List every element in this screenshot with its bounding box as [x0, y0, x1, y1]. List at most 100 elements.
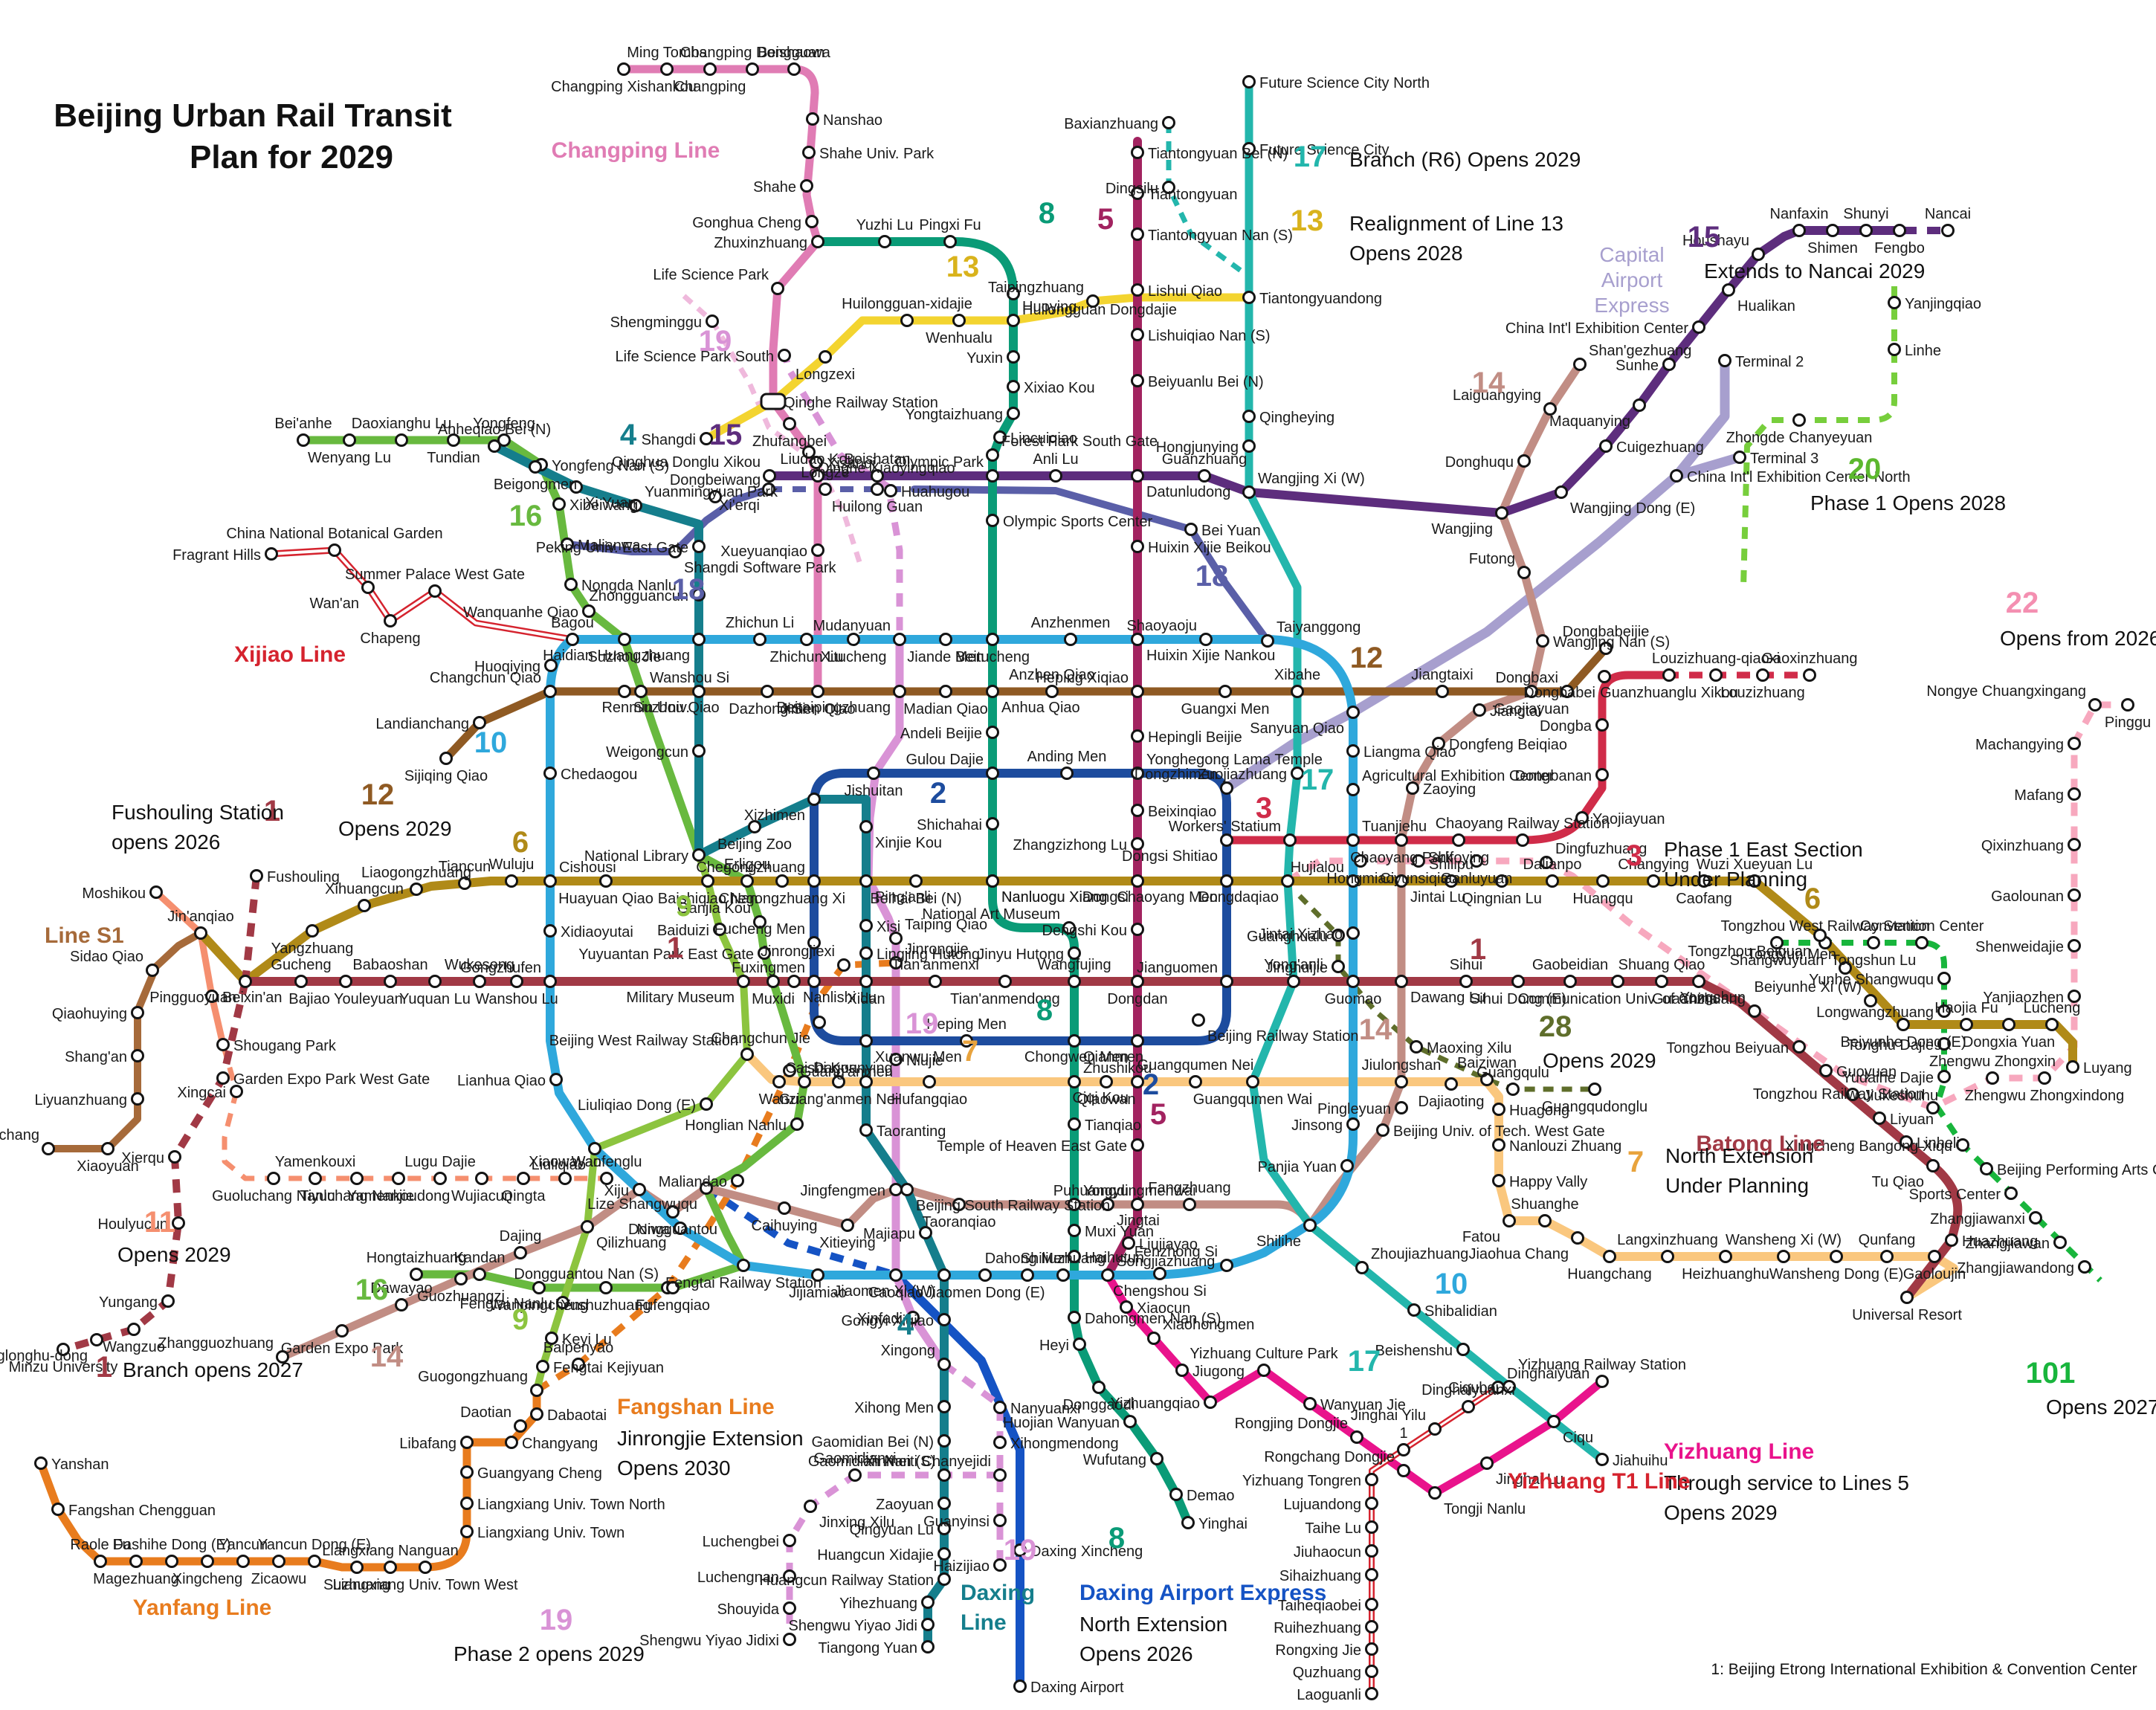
station-label: Pingguoyuan — [149, 990, 236, 1006]
station-dot — [1491, 1381, 1505, 1394]
station-label: Yongshun — [1680, 990, 1746, 1006]
station-label: Shilihe — [1256, 1233, 1301, 1250]
station-label: Dongsi — [1082, 889, 1129, 906]
station-label: Zhangguozhuang — [158, 1335, 274, 1352]
station-dot — [564, 578, 578, 591]
station-label: Jijiamiao — [789, 1285, 847, 1301]
station-dot — [811, 1268, 824, 1282]
station-label: Ciyunsiqiao — [1380, 871, 1456, 887]
station-dot — [1563, 975, 1577, 988]
station-dot — [634, 685, 648, 698]
station-dot — [692, 848, 706, 862]
station-dot — [1092, 1381, 1106, 1394]
station-label: Jin'anqiao — [167, 909, 233, 925]
station-label: Fangzhuang — [1148, 1180, 1230, 1196]
station-dot — [766, 975, 780, 988]
station-dot — [131, 1006, 144, 1019]
station-dot — [909, 874, 923, 888]
station-label: Zhichun Lu — [770, 649, 844, 665]
station-label: Hongjunying — [1156, 439, 1239, 456]
station-label: Dongbanan — [1515, 768, 1592, 784]
station-label: Yanjiaozhen — [1983, 990, 2064, 1006]
station-dot — [1131, 685, 1144, 698]
station-label: Xiaocun — [1137, 1300, 1190, 1317]
station-label: Liyuan — [1890, 1112, 1934, 1128]
station-label: Temple of Heaven East Gate — [937, 1138, 1127, 1155]
station-dot — [1007, 407, 1020, 420]
station-label: Xiaohongmen — [1163, 1317, 1254, 1333]
station-label: Chaoyang Railway Station — [1436, 816, 1610, 832]
station-label: Shunyi — [1843, 206, 1888, 222]
station-label: Fangshan Chengguan — [68, 1503, 216, 1519]
annotation-text: Under Planning — [1664, 868, 1807, 891]
station-dot — [475, 1172, 488, 1185]
station-dot — [1220, 833, 1233, 847]
station-label: Fucheng Men — [714, 921, 805, 938]
station-dot — [900, 314, 914, 327]
station-dot — [1346, 975, 1360, 988]
station-label: Yong'anli — [1264, 957, 1323, 973]
station-label: Jimen Qiao — [780, 701, 855, 717]
line-number-badge: 5 — [1150, 1098, 1166, 1131]
station-dot — [473, 716, 486, 729]
annotation-text: Yizhuang Line — [1664, 1439, 1814, 1464]
station-label: China National Botanical Garden — [226, 526, 442, 542]
station-dot — [703, 62, 717, 76]
station-dot — [1242, 485, 1256, 499]
station-dot — [510, 975, 523, 988]
station-dot — [1516, 833, 1529, 847]
station-label: Forest Park South Gate — [1001, 433, 1158, 450]
station-dot — [272, 1555, 285, 1568]
station-label: Life Science Park — [653, 267, 769, 283]
station-dot — [900, 1183, 914, 1196]
station-dot — [807, 936, 821, 949]
station-label: Guanzhuang — [1162, 451, 1248, 468]
station-dot — [1495, 874, 1508, 888]
station-dot — [1365, 1620, 1378, 1633]
station-dot — [986, 685, 999, 698]
annotation-text: Phase 1 East Section — [1664, 838, 1863, 861]
station-dot — [1365, 1665, 1378, 1678]
station-label: Chegongzhuang Xi — [719, 891, 845, 907]
station-label: Tuanjiehu — [1362, 819, 1427, 835]
station-dot — [2121, 698, 2134, 712]
station-label: Dongzhimen — [1135, 767, 1218, 783]
station-dot — [1595, 1453, 1609, 1466]
station-label: Qingyuan Lu — [850, 1522, 934, 1538]
station-label: Shengminggu — [610, 314, 702, 331]
station-dot — [1803, 668, 1816, 682]
station-label: Rongchang Dongjie — [1264, 1449, 1395, 1465]
station-dot — [1101, 1198, 1114, 1211]
station-dot — [129, 1555, 143, 1568]
station-dot — [1661, 1250, 1674, 1263]
line-number-badge: 17 — [1348, 1345, 1381, 1378]
annotation-text: North Extension — [1665, 1144, 1813, 1167]
station-dot — [1428, 1486, 1442, 1500]
station-label: Ganluyuan — [1441, 871, 1513, 887]
station-dot — [1880, 1250, 1894, 1263]
station-label: Qinghe Xiaoyingqiao — [818, 460, 955, 477]
annotation-text: Realignment of Line 13 — [1349, 212, 1563, 235]
line-path-changping — [619, 65, 822, 696]
station-dot — [1941, 224, 1955, 237]
station-label: Langxinzhuang — [1617, 1232, 1718, 1248]
station-dot — [172, 1216, 185, 1230]
station-label: Malianwa — [578, 538, 641, 554]
station-dot — [937, 1497, 951, 1510]
line-number-badge: 17 — [1301, 764, 1334, 796]
station-label: Dawang Lu — [1410, 990, 1485, 1006]
station-label: Fenzhong Si — [1135, 1244, 1218, 1260]
station-dot — [1599, 642, 1613, 655]
station-label: Xisi — [877, 919, 900, 935]
station-label: Kandan — [454, 1250, 506, 1266]
station-dot — [660, 62, 674, 76]
station-dot — [668, 545, 682, 558]
station-dot — [101, 1142, 114, 1155]
station-dot — [94, 1555, 107, 1568]
station-dot — [488, 439, 501, 453]
station-dot — [549, 1073, 563, 1086]
station-label: Dongsi Shitiao — [1122, 848, 1218, 865]
station-label: National Art Museum — [922, 906, 1060, 923]
station-label: Quzhuang — [1293, 1665, 1361, 1681]
station-dot — [986, 514, 999, 527]
